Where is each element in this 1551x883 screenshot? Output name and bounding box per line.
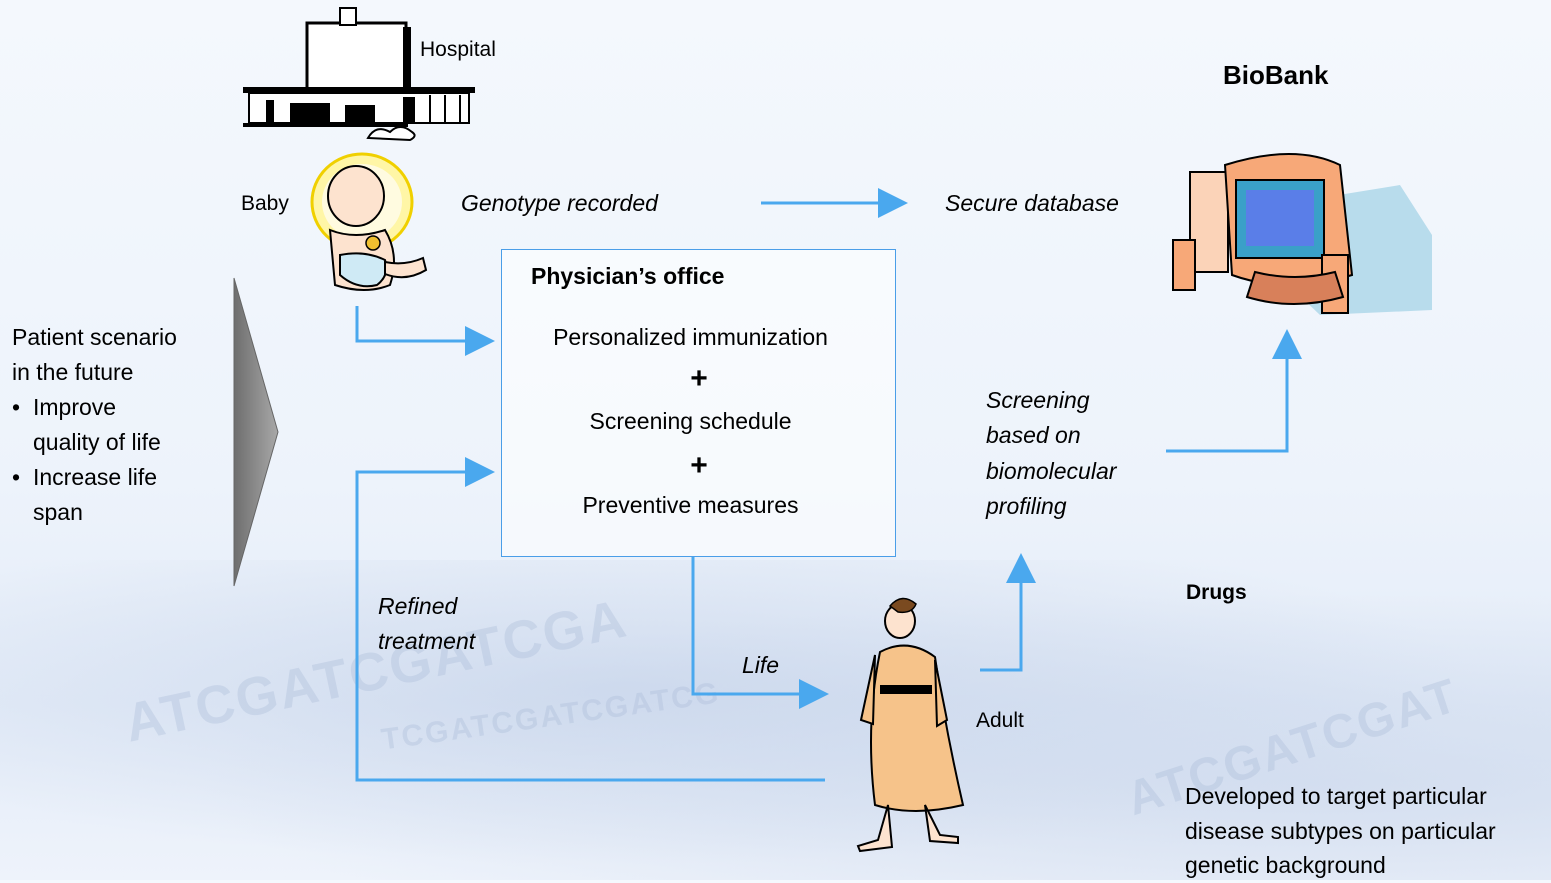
drugs-title: Drugs <box>1186 581 1247 604</box>
physician-office-title: Physician’s office <box>531 263 725 289</box>
plus-sign-2: + <box>690 449 708 482</box>
hospital-label: Hospital <box>420 38 496 61</box>
scenario-bullet-1-cont: quality of life <box>33 429 161 455</box>
drugs-desc-line-1: Developed to target particular <box>1185 783 1487 809</box>
arrow-screening-to-biobank <box>1166 329 1302 453</box>
plus-sign-1: + <box>690 362 708 395</box>
office-item-screening: Screening schedule <box>589 408 792 434</box>
biobank-title: BioBank <box>1223 60 1329 90</box>
bullet-marker: • <box>12 394 21 420</box>
scenario-bullet-1: • Improve <box>12 390 177 425</box>
chevron-triangle <box>233 277 279 587</box>
refined-treatment-line-1: Refined <box>378 593 458 619</box>
arrow-adult-to-screening <box>980 553 1036 672</box>
bullet-2-line-1: Increase life <box>33 464 158 490</box>
screening-line-2: based on <box>986 422 1081 448</box>
life-label: Life <box>742 652 780 678</box>
screening-line-3: biomolecular <box>986 458 1117 484</box>
genotype-recorded-label: Genotype recorded <box>461 190 658 216</box>
bullet-marker: • <box>12 464 21 490</box>
dna-background-band <box>0 560 1551 880</box>
hospital-icon <box>243 7 475 142</box>
arrow-life <box>691 557 829 709</box>
secure-database-label: Secure database <box>945 190 1119 216</box>
physician-office-box <box>501 249 896 557</box>
arrow-refined-treatment <box>355 457 825 782</box>
scenario-bullet-2: • Increase life <box>12 460 177 495</box>
office-item-immunization: Personalized immunization <box>553 324 828 350</box>
office-item-preventive: Preventive measures <box>582 492 799 518</box>
drugs-desc-line-3: genetic background <box>1185 852 1386 878</box>
scenario-bullet-2-cont: span <box>33 499 83 525</box>
computer-icon <box>1172 153 1432 315</box>
drugs-desc-line-2: disease subtypes on particular <box>1185 818 1496 844</box>
bullet-1-line-1: Improve <box>33 394 117 420</box>
baby-label: Baby <box>241 192 289 215</box>
baby-icon <box>310 152 428 291</box>
refined-treatment-line-2: treatment <box>378 628 476 654</box>
screening-line-1: Screening <box>986 387 1090 413</box>
arrow-baby-to-office <box>355 306 495 356</box>
patient-scenario-text: Patient scenario in the future •Improve … <box>12 320 177 530</box>
scenario-line-2: in the future <box>12 359 134 385</box>
adult-label: Adult <box>976 709 1024 732</box>
woman-icon <box>856 597 965 853</box>
screening-line-4: profiling <box>986 493 1067 519</box>
scenario-line-1: Patient scenario <box>12 324 177 350</box>
